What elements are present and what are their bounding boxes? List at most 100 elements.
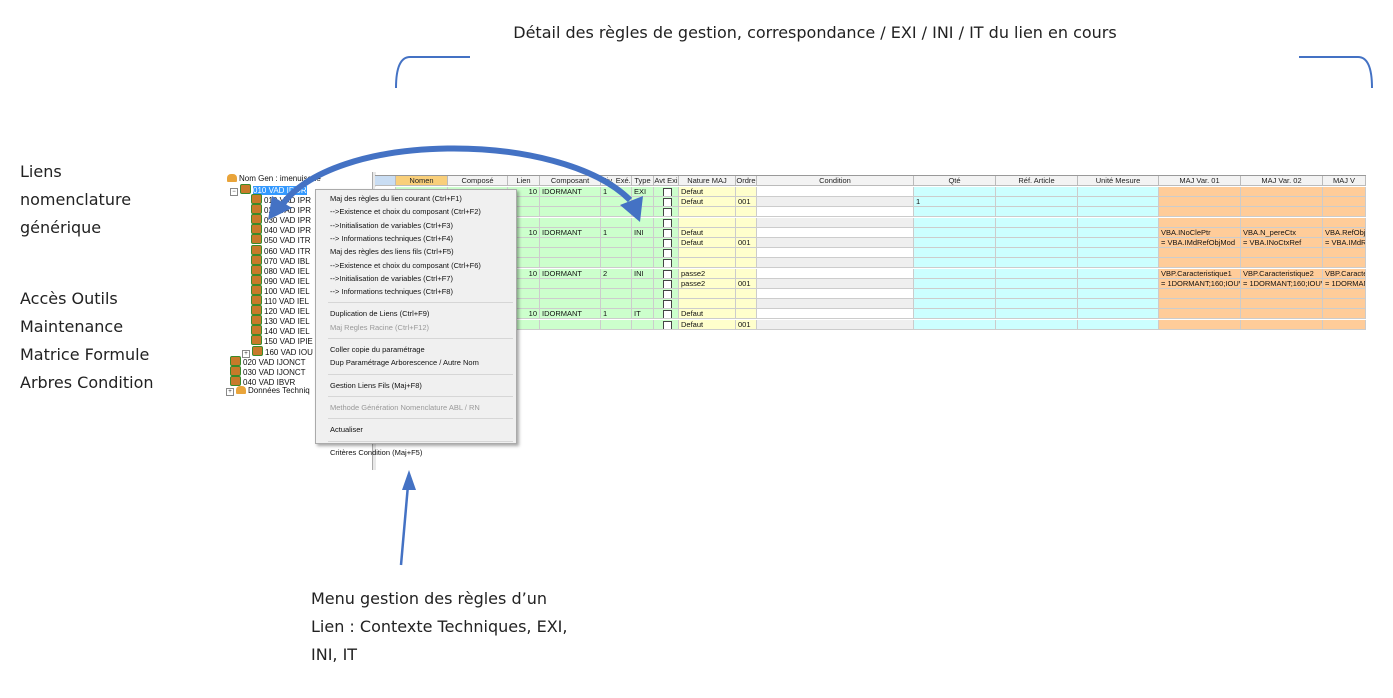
menu-item[interactable]: Maj des règles du lien courant (Ctrl+F1) bbox=[330, 194, 462, 203]
grid-cell[interactable]: IDORMANT bbox=[540, 309, 601, 320]
grid-cell[interactable] bbox=[757, 319, 914, 330]
grid-cell[interactable] bbox=[508, 289, 540, 299]
grid-cell[interactable] bbox=[1241, 217, 1323, 228]
grid-cell[interactable]: = VBA.IMdRefObjMod bbox=[1159, 238, 1241, 248]
grid-cell[interactable] bbox=[1159, 299, 1241, 310]
grid-cell[interactable] bbox=[508, 278, 540, 289]
grid-cell[interactable] bbox=[601, 319, 632, 330]
grid-cell[interactable]: 10 bbox=[508, 227, 540, 238]
grid-cell[interactable]: = VBA.INoCtxRef bbox=[1241, 238, 1323, 248]
grid-cell[interactable] bbox=[914, 278, 996, 289]
tree-node[interactable]: 110 VAD IEL bbox=[251, 295, 309, 306]
grid-cell[interactable] bbox=[914, 299, 996, 310]
grid-cell[interactable] bbox=[1241, 187, 1323, 197]
menu-item[interactable]: Duplication de Liens (Ctrl+F9) bbox=[330, 309, 430, 319]
checkbox[interactable] bbox=[662, 290, 672, 298]
grid-cell[interactable] bbox=[1323, 187, 1366, 197]
grid-cell[interactable] bbox=[1078, 238, 1159, 248]
grid-cell[interactable] bbox=[679, 258, 736, 269]
tree-node[interactable]: 020 VAD IPR bbox=[251, 204, 311, 215]
grid-cell[interactable] bbox=[508, 217, 540, 228]
grid-cell[interactable] bbox=[736, 299, 757, 310]
avt-exi-checkbox-cell[interactable] bbox=[654, 217, 679, 228]
grid-cell[interactable] bbox=[540, 238, 601, 248]
grid-cell[interactable] bbox=[1078, 319, 1159, 330]
grid-cell[interactable] bbox=[601, 258, 632, 269]
menu-item[interactable]: Dup Paramétrage Arborescence / Autre Nom bbox=[330, 358, 479, 368]
grid-cell[interactable]: Defaut bbox=[679, 309, 736, 320]
grid-cell[interactable] bbox=[1078, 309, 1159, 320]
grid-cell[interactable]: 1 bbox=[601, 227, 632, 238]
grid-cell[interactable] bbox=[1241, 319, 1323, 330]
grid-cell[interactable]: VBA.INoClePtr bbox=[1159, 227, 1241, 238]
checkbox[interactable] bbox=[662, 279, 672, 288]
grid-cell[interactable]: VBA.N_pereCtx bbox=[1241, 227, 1323, 238]
grid-cell[interactable]: 001 bbox=[736, 238, 757, 248]
grid-cell[interactable]: Defaut bbox=[679, 227, 736, 238]
grid-cell[interactable] bbox=[1159, 197, 1241, 208]
column-header[interactable]: Composé bbox=[448, 176, 508, 186]
grid-cell[interactable] bbox=[996, 309, 1078, 320]
grid-cell[interactable] bbox=[540, 258, 601, 269]
grid-cell[interactable] bbox=[540, 217, 601, 228]
checkbox[interactable] bbox=[662, 310, 672, 319]
grid-cell[interactable] bbox=[1323, 248, 1366, 259]
avt-exi-checkbox-cell[interactable] bbox=[654, 319, 679, 330]
grid-cell[interactable] bbox=[508, 258, 540, 269]
avt-exi-checkbox-cell[interactable] bbox=[654, 227, 679, 238]
grid-cell[interactable] bbox=[601, 299, 632, 310]
tree-node[interactable]: Nom Gen : imenuiserie bbox=[227, 174, 321, 184]
checkbox[interactable] bbox=[662, 269, 672, 278]
grid-cell[interactable] bbox=[601, 278, 632, 289]
column-header[interactable]: MAJ Var. 01 bbox=[1159, 176, 1241, 186]
grid-cell[interactable] bbox=[736, 217, 757, 228]
tree-node[interactable]: 010 VAD IPR bbox=[251, 194, 311, 205]
grid-cell[interactable]: 1 bbox=[601, 187, 632, 197]
tree-node[interactable]: 030 VAD IJONCT bbox=[230, 366, 306, 377]
avt-exi-checkbox-cell[interactable] bbox=[654, 278, 679, 289]
grid-cell[interactable]: VBP.Caracteristique1 bbox=[1159, 268, 1241, 279]
grid-cell[interactable] bbox=[1323, 197, 1366, 208]
grid-cell[interactable] bbox=[632, 258, 654, 269]
column-header[interactable]: Nature MAJ bbox=[679, 176, 736, 186]
grid-cell[interactable] bbox=[914, 187, 996, 197]
grid-cell[interactable] bbox=[508, 299, 540, 310]
grid-cell[interactable] bbox=[736, 248, 757, 259]
tree-node[interactable]: 070 VAD IBL bbox=[251, 254, 310, 266]
grid-cell[interactable]: 10 bbox=[508, 309, 540, 320]
menu-item[interactable]: -->Existence et choix du composant (Ctrl… bbox=[330, 260, 481, 270]
grid-cell[interactable] bbox=[1323, 207, 1366, 218]
grid-cell[interactable] bbox=[601, 248, 632, 259]
grid-cell[interactable] bbox=[996, 278, 1078, 289]
grid-cell[interactable] bbox=[996, 187, 1078, 197]
context-menu[interactable]: Maj des règles du lien courant (Ctrl+F1)… bbox=[315, 189, 517, 457]
grid-cell[interactable]: EXI bbox=[632, 187, 654, 197]
avt-exi-checkbox-cell[interactable] bbox=[654, 309, 679, 320]
menu-item[interactable]: -->Initialisation de variables (Ctrl+F3) bbox=[330, 220, 453, 230]
checkbox[interactable] bbox=[662, 208, 672, 217]
avt-exi-checkbox-cell[interactable] bbox=[654, 207, 679, 218]
grid-cell[interactable] bbox=[1241, 309, 1323, 320]
grid-cell[interactable] bbox=[1078, 248, 1159, 259]
grid-cell[interactable] bbox=[996, 268, 1078, 279]
tree-node[interactable]: 040 VAD IPR bbox=[251, 224, 311, 235]
grid-cell[interactable]: VBP.Caracter bbox=[1323, 268, 1366, 279]
grid-cell[interactable] bbox=[1323, 319, 1366, 330]
grid-cell[interactable] bbox=[1159, 187, 1241, 197]
avt-exi-checkbox-cell[interactable] bbox=[654, 268, 679, 279]
grid-cell[interactable] bbox=[996, 197, 1078, 208]
menu-item[interactable]: --> Informations techniques (Ctrl+F4) bbox=[330, 233, 453, 243]
grid-cell[interactable] bbox=[757, 248, 914, 259]
grid-cell[interactable] bbox=[679, 299, 736, 310]
grid-cell[interactable]: 1 bbox=[601, 309, 632, 320]
grid-cell[interactable]: = VBA.IMdRe bbox=[1323, 238, 1366, 248]
grid-cell[interactable] bbox=[757, 187, 914, 197]
grid-cell[interactable] bbox=[1241, 248, 1323, 259]
grid-cell[interactable] bbox=[757, 309, 914, 320]
expand-toggle-icon[interactable]: − bbox=[230, 188, 238, 196]
grid-cell[interactable] bbox=[914, 217, 996, 228]
avt-exi-checkbox-cell[interactable] bbox=[654, 289, 679, 299]
grid-cell[interactable] bbox=[1159, 217, 1241, 228]
grid-cell[interactable] bbox=[601, 207, 632, 218]
